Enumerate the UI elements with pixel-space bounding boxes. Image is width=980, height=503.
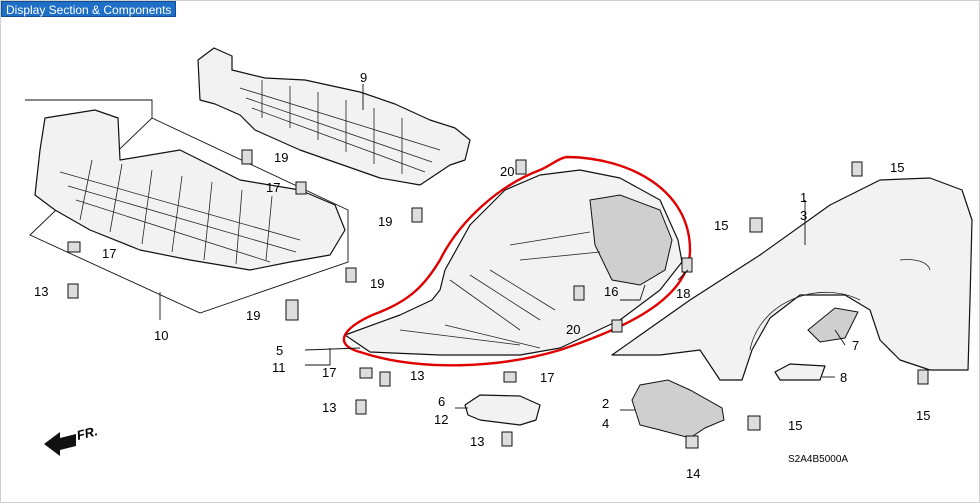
- callout-13a: 13: [34, 284, 48, 299]
- callout-19c: 19: [370, 276, 384, 291]
- display-section-button[interactable]: Display Section & Components: [1, 1, 177, 17]
- part-9-splash-shield: [197, 47, 471, 186]
- callout-19a: 19: [274, 150, 288, 165]
- callout-12: 12: [434, 412, 448, 427]
- callout-9: 9: [360, 70, 367, 85]
- callout-17d: 17: [540, 370, 554, 385]
- fastener-bolts: [67, 149, 929, 449]
- callout-2: 2: [602, 396, 609, 411]
- callout-20b: 20: [566, 322, 580, 337]
- leader-lines: [159, 84, 846, 411]
- front-label: FR.: [75, 423, 99, 443]
- callout-17c: 17: [322, 365, 336, 380]
- part-7-pad: [807, 307, 859, 343]
- callout-3: 3: [800, 208, 807, 223]
- part-6-12-bracket: [464, 394, 541, 426]
- diagram-code: S2A4B5000A: [788, 454, 848, 465]
- part-8-pad: [774, 363, 826, 381]
- callout-8: 8: [840, 370, 847, 385]
- callout-15c: 15: [788, 418, 802, 433]
- callout-5: 5: [276, 343, 283, 358]
- callout-13d: 13: [470, 434, 484, 449]
- part-10-undercover: [34, 109, 346, 271]
- callout-17b: 17: [102, 246, 116, 261]
- callout-13c: 13: [322, 400, 336, 415]
- callout-6: 6: [438, 394, 445, 409]
- callout-19b: 19: [378, 214, 392, 229]
- callout-4: 4: [602, 416, 609, 431]
- callout-10: 10: [154, 328, 168, 343]
- callout-7: 7: [852, 338, 859, 353]
- callout-1: 1: [800, 190, 807, 205]
- callout-15b: 15: [714, 218, 728, 233]
- highlight-circle-outline: [342, 155, 692, 367]
- callout-11: 11: [272, 360, 286, 375]
- callout-15d: 15: [916, 408, 930, 423]
- group-box-10: [25, 99, 349, 314]
- callout-20a: 20: [500, 164, 514, 179]
- callout-16: 16: [604, 284, 618, 299]
- callout-14: 14: [686, 466, 700, 481]
- part-5-11-inner-fender: [344, 169, 683, 356]
- front-direction: FR.: [44, 423, 99, 456]
- callout-17a: 17: [266, 180, 280, 195]
- part-2-4-bracket: [631, 379, 725, 439]
- callout-19d: 19: [246, 308, 260, 323]
- callout-18: 18: [676, 286, 690, 301]
- part-1-3-fender: [611, 177, 973, 381]
- arrow-left-icon: [44, 432, 76, 456]
- callout-15a: 15: [890, 160, 904, 175]
- callout-13b: 13: [410, 368, 424, 383]
